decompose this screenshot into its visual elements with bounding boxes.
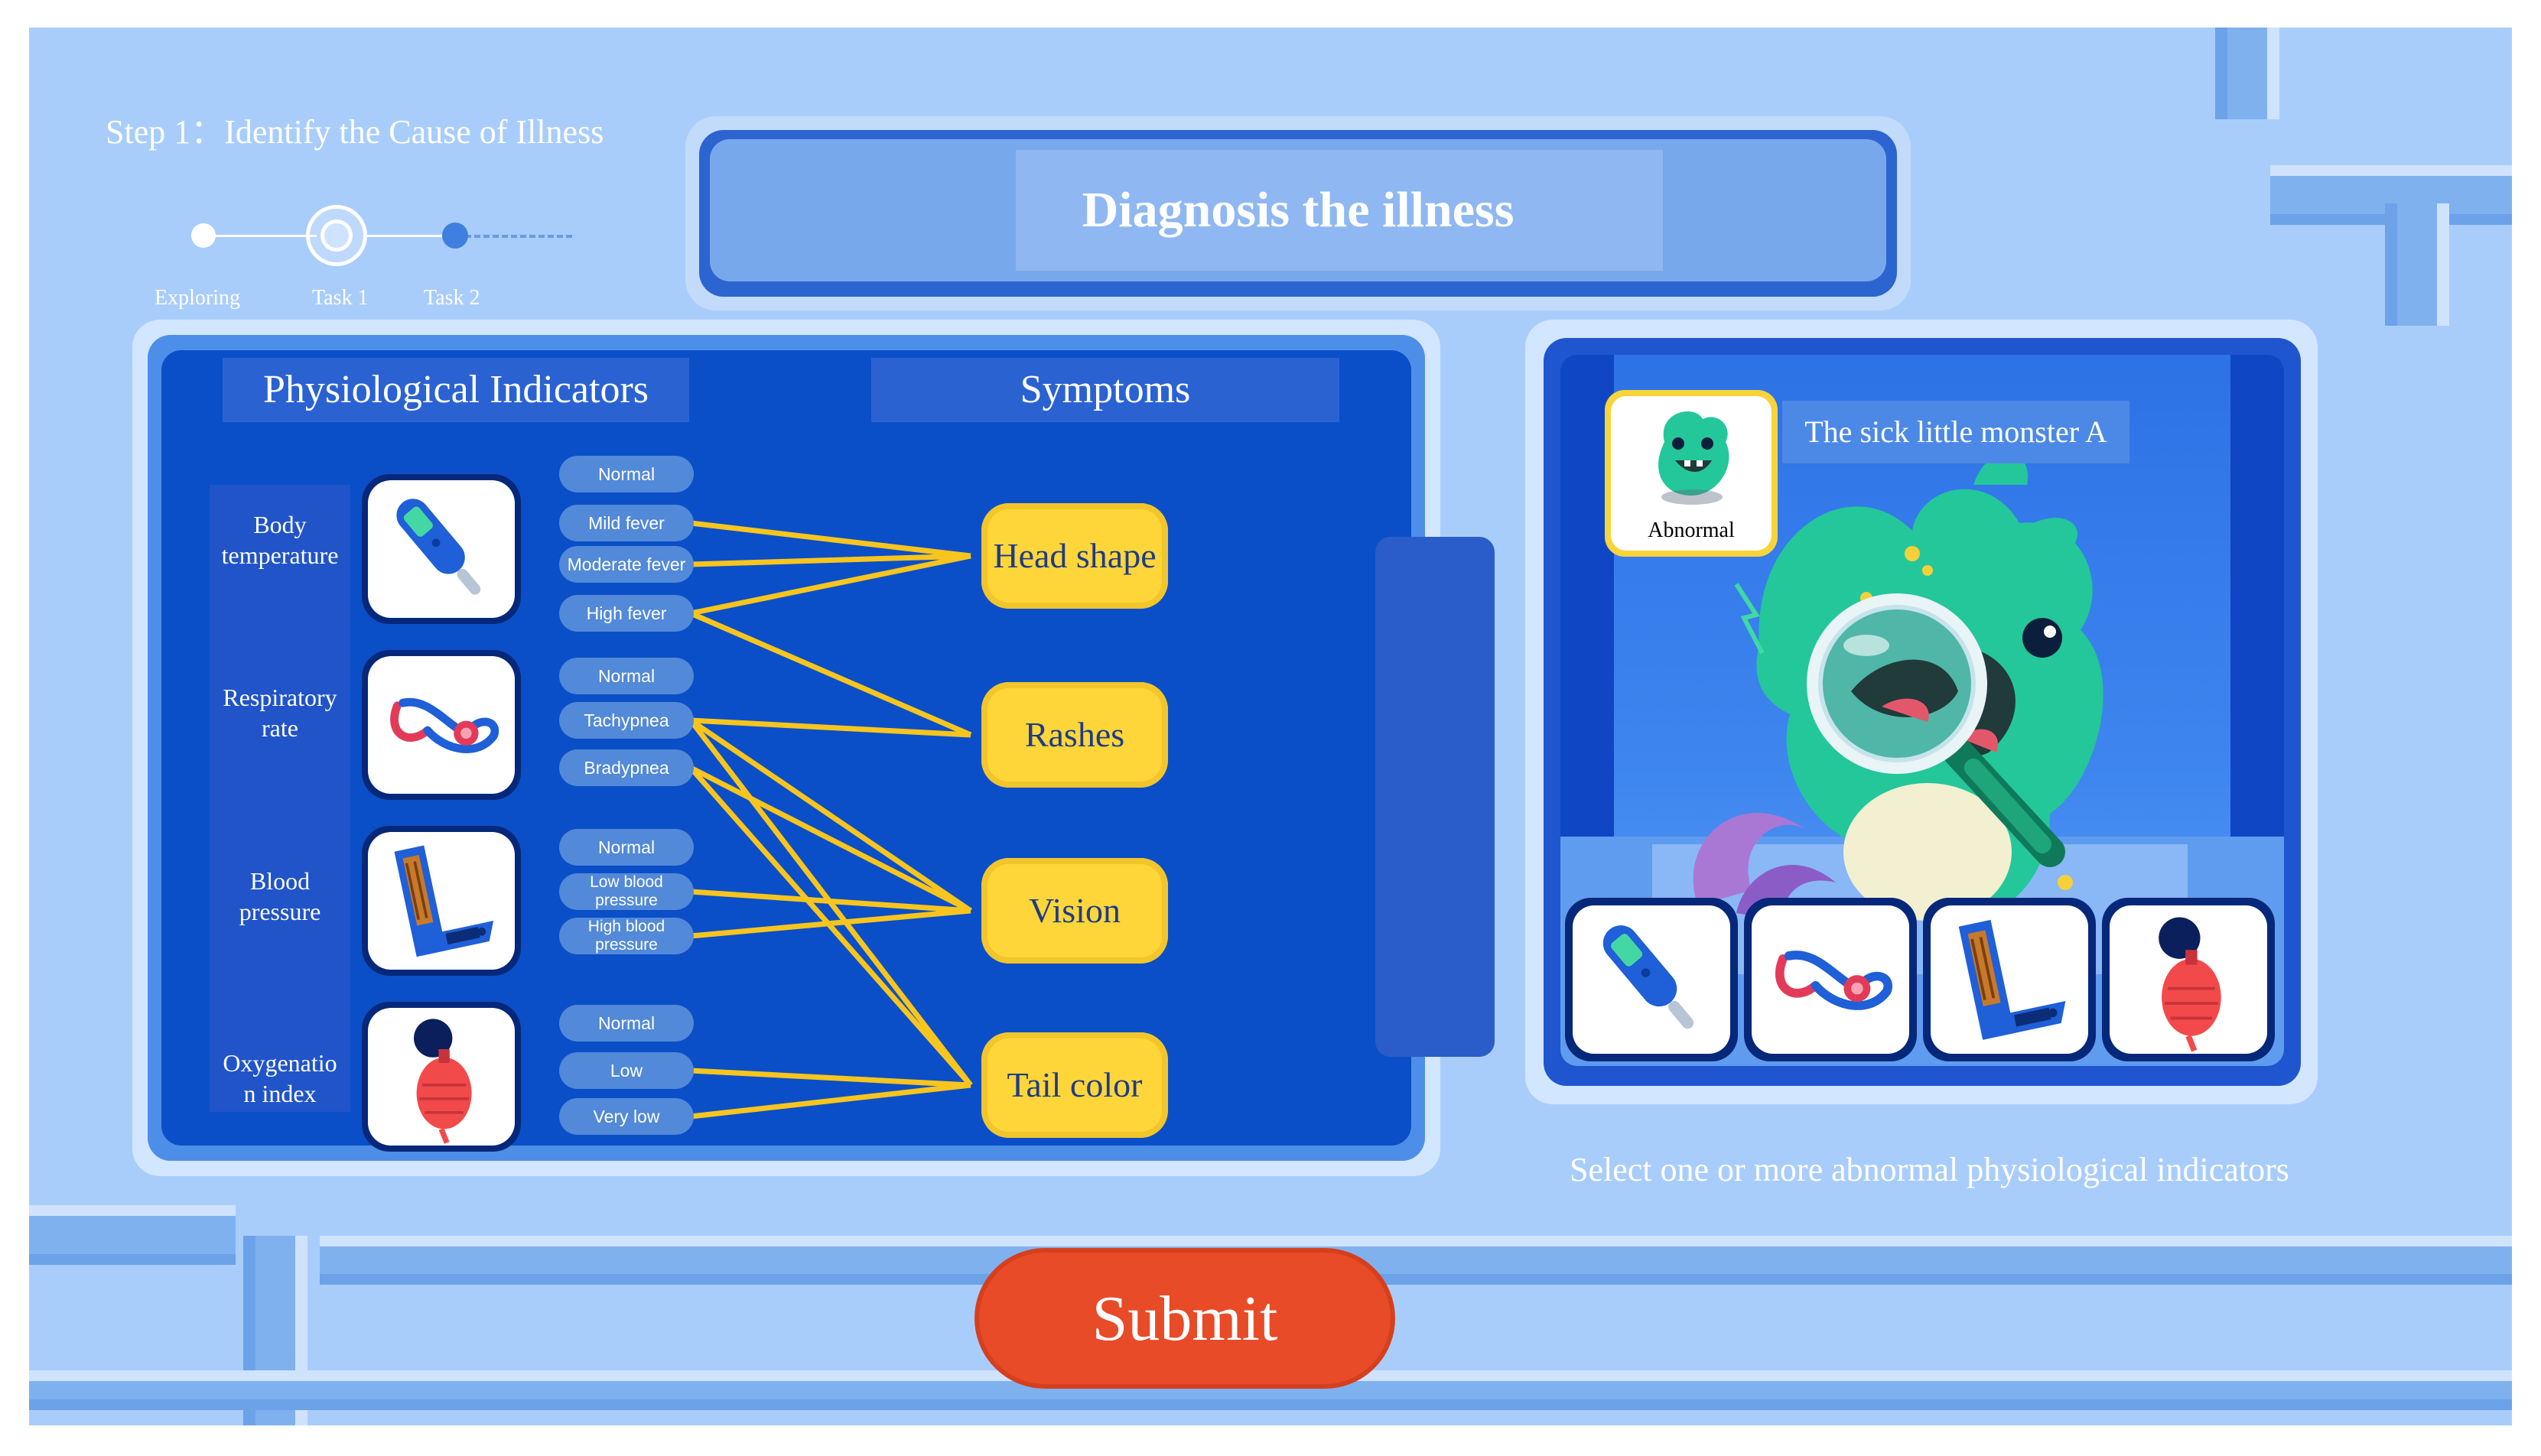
tool-thermometer-button[interactable] [1565, 898, 1738, 1061]
oximeter-bulb-icon [2110, 905, 2267, 1054]
category-label-respiratory-rate: Respiratory rate [223, 684, 337, 742]
category-label-oxygenation-index: Oxygenatio n index [223, 1049, 337, 1107]
connection-lines [688, 520, 973, 1120]
indicators-panel-frame: Physiological Indicators Symptoms Body t… [148, 335, 1495, 1161]
submit-button[interactable]: Submit [974, 1248, 1395, 1389]
connection-line [690, 889, 971, 914]
option-mild-fever[interactable]: Mild fever [559, 505, 694, 541]
tool-oximeter-button[interactable] [2102, 898, 2275, 1061]
step-dot-task-1-current[interactable] [306, 205, 367, 266]
step-label: Exploring [155, 286, 240, 310]
category-label-blood-pressure: Blood pressure [239, 867, 321, 925]
connection-line [689, 765, 972, 914]
symptom-head-shape[interactable]: Head shape [981, 503, 1168, 609]
patient-status-card-inner: Abnormal [1611, 396, 1772, 551]
option-bradypnea[interactable]: Bradypnea [559, 749, 694, 786]
oximeter-card[interactable] [362, 1002, 521, 1152]
thermometer-icon [1573, 905, 1730, 1054]
option-high-fever[interactable]: High fever [559, 595, 694, 632]
page-title: Diagnosis the illness [1082, 182, 1515, 238]
game-screen: Step 1：Identify the Cause of Illness Exp… [29, 28, 2512, 1425]
decorative-pipe [29, 1205, 236, 1265]
category-column [210, 485, 350, 1112]
stethoscope-card[interactable] [362, 650, 521, 800]
option-very-low-oxygenation[interactable]: Very low [559, 1098, 694, 1135]
stepper-dashed-line [465, 235, 572, 238]
indicators-header: Physiological Indicators [223, 358, 689, 422]
monster-avatar-icon [1658, 411, 1729, 505]
option-low-oxygenation[interactable]: Low [559, 1052, 694, 1089]
sick-monster-illustration [1693, 453, 2103, 940]
indicators-panel: Physiological Indicators Symptoms Body t… [132, 320, 1495, 1176]
connection-line [689, 610, 972, 738]
stepper-line [203, 235, 317, 237]
decorative-pipe [2385, 203, 2449, 326]
symptom-rashes[interactable]: Rashes [981, 682, 1168, 788]
instruction-text: Select one or more abnormal physiologica… [1570, 1151, 2289, 1188]
connection-line [689, 718, 972, 913]
status-label: Abnormal [1648, 518, 1735, 542]
decorative-pipe [320, 1236, 2512, 1285]
indicators-board: Physiological Indicators Symptoms Body t… [161, 350, 1495, 1152]
connection-line [690, 553, 971, 616]
blood-pressure-card[interactable] [362, 826, 521, 976]
category-label-body-temperature: Body temperature [221, 511, 339, 569]
stepper-line [364, 235, 454, 237]
tool-stethoscope-button[interactable] [1744, 898, 1917, 1061]
decorative-pipe [2215, 28, 2279, 119]
answer-drop-zone[interactable] [1375, 537, 1495, 1057]
option-normal-blood-pressure[interactable]: Normal [559, 829, 694, 866]
option-normal-oxygenation[interactable]: Normal [559, 1005, 694, 1042]
connection-line [690, 520, 971, 559]
blood-pressure-monitor-icon [1931, 905, 2088, 1054]
option-normal-temperature[interactable]: Normal [559, 456, 694, 492]
symptom-vision[interactable]: Vision [981, 858, 1168, 964]
step-label: Task 2 [424, 286, 480, 310]
step-dot-exploring[interactable] [191, 223, 216, 248]
connection-line [690, 1082, 971, 1120]
stethoscope-icon [1752, 905, 1909, 1054]
tool-blood-pressure-button[interactable] [1923, 898, 2096, 1061]
header-highlight [1016, 150, 1663, 271]
option-moderate-fever[interactable]: Moderate fever [559, 546, 694, 583]
header-frame: Diagnosis the illness [699, 130, 1897, 297]
option-low-blood-pressure[interactable]: Low blood pressure [559, 873, 694, 910]
step-dot-task-2[interactable] [442, 223, 468, 249]
patient-status-card: Abnormal [1605, 390, 1778, 557]
option-tachypnea[interactable]: Tachypnea [559, 702, 694, 739]
option-high-blood-pressure[interactable]: High blood pressure [559, 918, 694, 954]
patient-caption: The sick little monster A [1782, 401, 2129, 463]
thermometer-card[interactable] [362, 474, 521, 624]
connection-line [690, 1068, 971, 1088]
connection-line [690, 553, 971, 567]
connection-line [688, 765, 973, 1087]
connection-line [690, 717, 971, 738]
progress-stepper: Step 1：Identify the Cause of Illness Exp… [83, 104, 679, 326]
option-normal-respiratory[interactable]: Normal [559, 658, 694, 694]
header-banner: Diagnosis the illness [685, 116, 1911, 310]
step-title: Step 1：Identify the Cause of Illness [106, 113, 604, 151]
connection-line [690, 908, 971, 939]
symptoms-header: Symptoms [871, 358, 1339, 422]
step-label: Task 1 [312, 286, 369, 310]
header-panel: Diagnosis the illness [710, 139, 1886, 281]
symptom-tail-color[interactable]: Tail color [981, 1032, 1168, 1138]
